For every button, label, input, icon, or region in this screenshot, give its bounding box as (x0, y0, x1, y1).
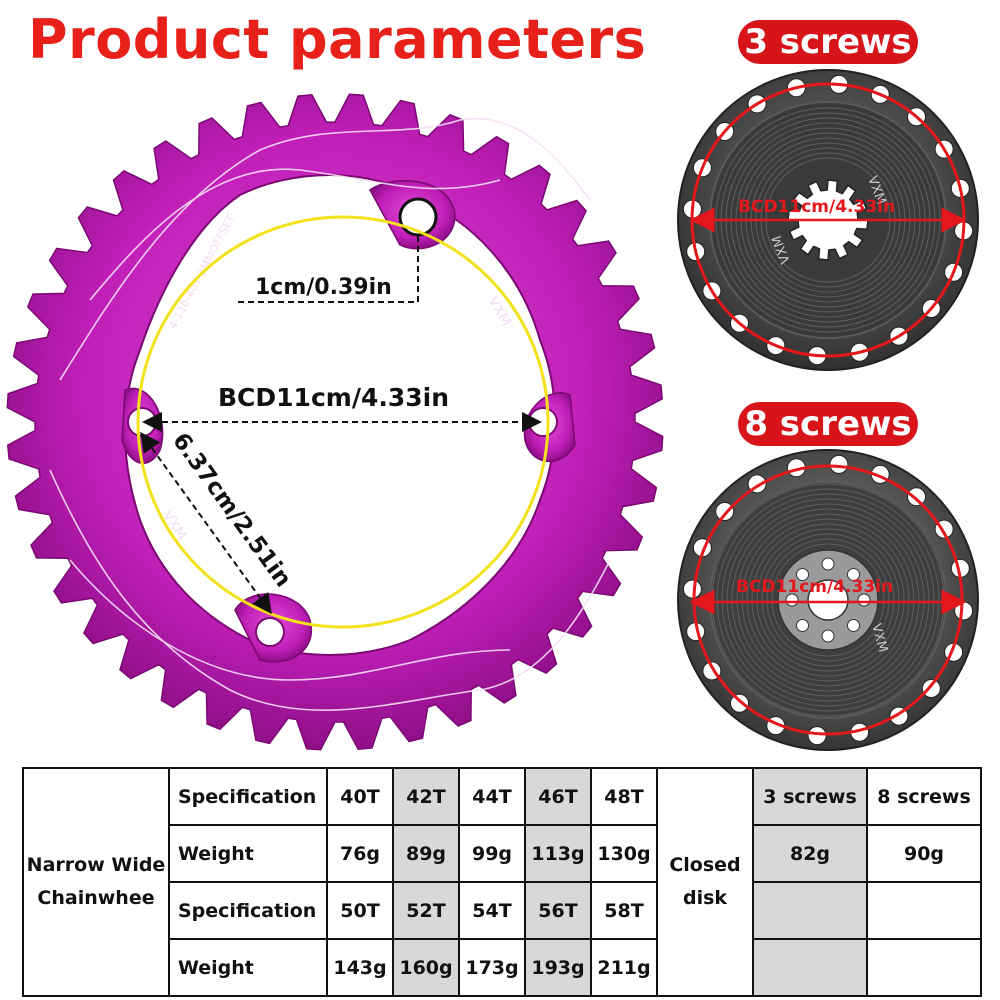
spec-value: 58T (590, 881, 658, 940)
hub-bolt-hole (847, 568, 860, 581)
hub-bolt-hole (821, 557, 835, 571)
spec-value: 42T (392, 767, 460, 826)
spec-value: 46T (524, 767, 592, 826)
rim-hole (907, 487, 926, 507)
row-header-label: Narrow Wide Chainwhee (26, 854, 166, 909)
bcd-dimension: BCD11cm/4.33in (738, 197, 895, 217)
hub-bolt-hole (796, 568, 809, 581)
weight-value: 99g (458, 824, 526, 883)
bcd-dimension: BCD11cm/4.33in (218, 383, 449, 412)
bolt-hole (127, 407, 157, 437)
weight-value: 130g (590, 824, 658, 883)
weight-value: 113g (524, 824, 592, 883)
weight-value: 143g (326, 938, 394, 997)
bcd-dimension: BCD11cm/4.33in (736, 577, 893, 597)
chainring-illustration: 4-110-40T 3MMOFFSET VXM VXM 1cm/0.39in B… (6, 93, 664, 751)
hub-bolt-hole (847, 619, 860, 632)
empty-cell (866, 938, 982, 997)
eight-screws-badge: 8 screws (738, 402, 918, 446)
three-screws-badge: 3 screws (738, 20, 918, 64)
spec-value: 54T (458, 881, 526, 940)
eight-screws-disk: VXM BCD11cm/4.33in (677, 449, 979, 751)
rim-hole (829, 454, 849, 474)
rim-hole (730, 693, 749, 713)
bolt-hole-leader (236, 236, 419, 303)
bolt-hole (255, 617, 285, 647)
hub-bolt-hole (796, 619, 809, 632)
bolt-hole (528, 407, 558, 437)
bolt-hole-dimension: 1cm/0.39in (255, 275, 392, 300)
row-header-cell: Narrow Wide Chainwhee (22, 767, 170, 997)
product-illustration: 4-110-40T 3MMOFFSET VXM VXM 1cm/0.39in B… (6, 69, 979, 751)
spec-value: 48T (590, 767, 658, 826)
weight-value: 173g (458, 938, 526, 997)
closed-disk-cell: Closed disk (656, 767, 754, 997)
closed-disk-option: 3 screws (752, 767, 868, 826)
weight-value: 211g (590, 938, 658, 997)
empty-cell (752, 938, 868, 997)
empty-cell (752, 881, 868, 940)
weight-value: 76g (326, 824, 394, 883)
disk-brand-mark: VXM (868, 622, 890, 654)
rim-hole (807, 726, 827, 746)
bcd-circle (136, 215, 550, 629)
rim-hole (715, 502, 735, 521)
hub-bolt-hole (821, 629, 835, 643)
bolt-spacing-line (140, 431, 272, 615)
decorative-wave-lines (49, 117, 611, 711)
spec-label: Specification (168, 881, 328, 940)
closed-disk-option: 8 screws (866, 767, 982, 826)
spec-value: 56T (524, 881, 592, 940)
closed-disk-label: Closed disk (669, 854, 741, 909)
empty-cell (866, 881, 982, 940)
weight-value: 160g (392, 938, 460, 997)
rim-hole (682, 579, 702, 599)
spec-value: 52T (392, 881, 460, 940)
spec-value: 44T (458, 767, 526, 826)
spec-value: 40T (326, 767, 394, 826)
weight-label: Weight (168, 824, 328, 883)
weight-value: 193g (524, 938, 592, 997)
bolt-hole (398, 197, 438, 237)
page-title: Product parameters (28, 8, 647, 71)
rim-hole (921, 679, 941, 698)
spec-table: Narrow Wide Chainwhee Specification 40T … (22, 767, 982, 997)
weight-label: Weight (168, 938, 328, 997)
spec-value: 50T (326, 881, 394, 940)
rim-hole (954, 601, 974, 621)
weight-value: 89g (392, 824, 460, 883)
closed-disk-weight: 90g (866, 824, 982, 883)
closed-disk-weight: 82g (752, 824, 868, 883)
spec-label: Specification (168, 767, 328, 826)
three-screws-disk: VXM VXM BCD11cm/4.33in (677, 69, 979, 371)
